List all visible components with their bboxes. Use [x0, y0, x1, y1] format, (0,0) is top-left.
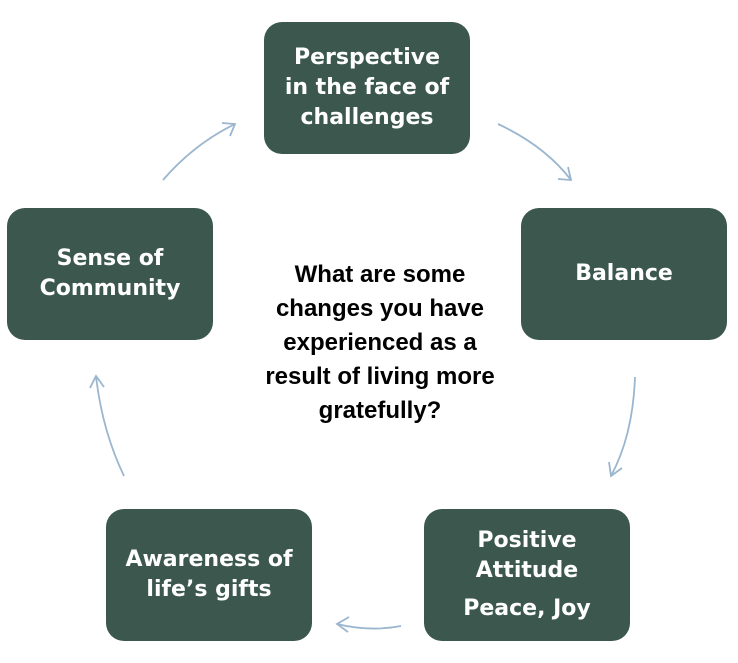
- node-awareness-line-2: life’s gifts: [146, 577, 272, 602]
- arrow-bottom-right-to-bottom-left-head: [335, 616, 350, 633]
- node-perspective: Perspective in the face of challenges: [264, 22, 470, 154]
- node-balance-label: Balance: [575, 261, 673, 286]
- node-awareness-line-1: Awareness of: [125, 547, 293, 572]
- arrow-bottom-right-to-bottom-left: [336, 623, 402, 630]
- center-question: What are some changes you have experienc…: [230, 258, 530, 428]
- center-question-line-1: What are some: [294, 261, 466, 288]
- arrow-right-to-bottom-right-head: [608, 461, 623, 478]
- node-perspective-line-2: in the face of: [284, 75, 450, 100]
- arrow-bottom-left-to-left-head: [89, 374, 105, 389]
- arrow-left-to-top: [162, 123, 236, 181]
- node-balance: Balance: [521, 208, 727, 340]
- arrow-top-to-right-head: [557, 166, 573, 181]
- node-perspective-line-3: challenges: [300, 105, 434, 130]
- node-perspective-line-1: Perspective: [293, 45, 441, 70]
- arrow-right-to-bottom-right: [610, 376, 636, 477]
- node-positive-attitude-line-2: Attitude: [475, 558, 579, 583]
- center-question-line-2: changes you have: [275, 295, 485, 322]
- arrow-left-to-top-head: [221, 122, 237, 137]
- arrow-bottom-left-to-left: [95, 375, 125, 477]
- node-community-line-2: Community: [39, 276, 181, 301]
- center-question-line-4: result of living more: [265, 363, 495, 390]
- node-positive-attitude: Positive Attitude Peace, Joy: [424, 509, 630, 641]
- node-positive-attitude-sub: Peace, Joy: [463, 596, 591, 621]
- node-community: Sense of Community: [7, 208, 213, 340]
- node-community-line-1: Sense of: [56, 246, 164, 271]
- center-question-line-3: experienced as a: [283, 329, 477, 356]
- center-question-line-5: gratefully?: [318, 397, 442, 424]
- node-awareness: Awareness of life’s gifts: [106, 509, 312, 641]
- arrow-top-to-right: [497, 123, 572, 181]
- node-positive-attitude-line-1: Positive: [477, 528, 577, 553]
